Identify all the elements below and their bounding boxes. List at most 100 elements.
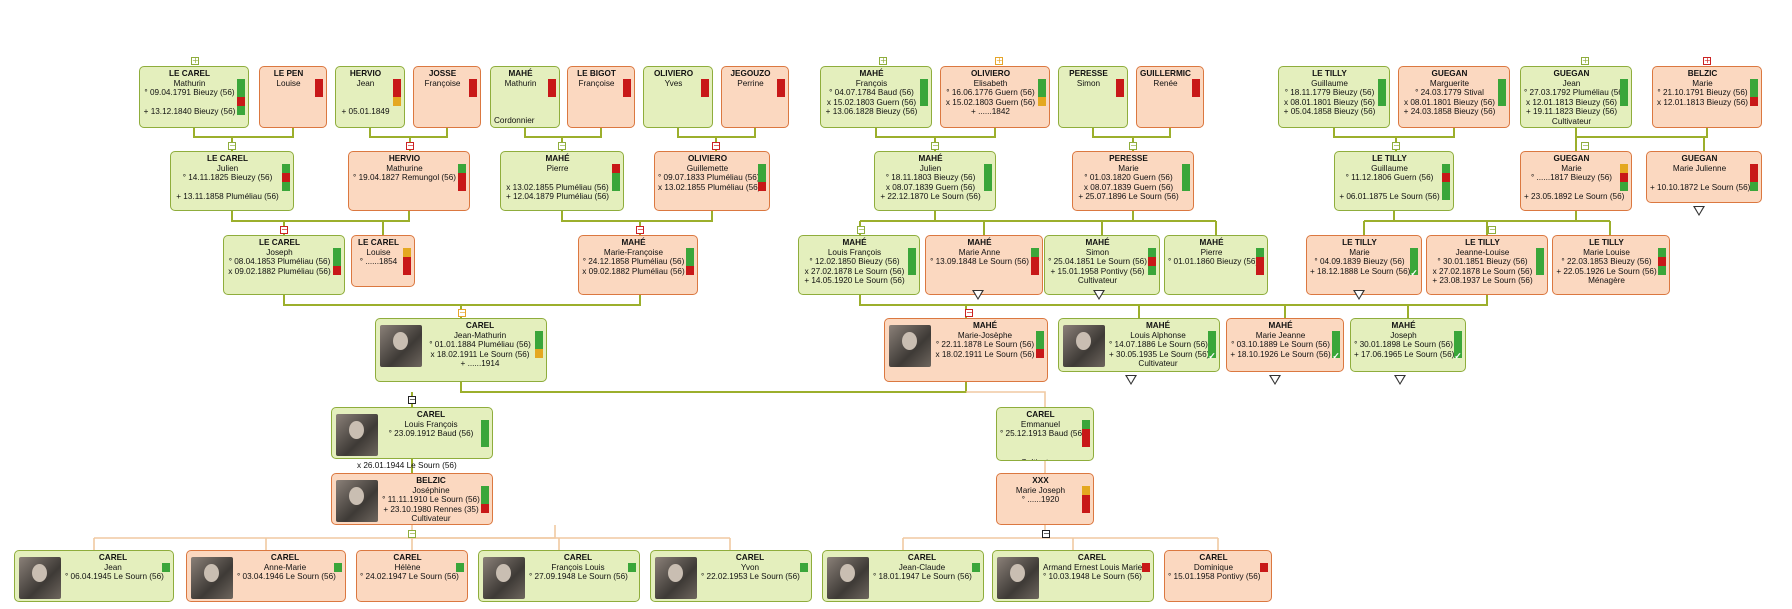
expand-toggle-icon[interactable]: + [1703,56,1711,65]
collapse-toggle-icon[interactable]: − [558,141,566,150]
expand-descendants-icon[interactable] [1353,290,1365,300]
source-bar [758,173,766,182]
source-bar [1148,257,1156,266]
collapse-toggle-icon[interactable]: − [406,141,414,150]
collapse-toggle-icon[interactable]: − [408,529,416,538]
person-event: + 23.10.1980 Rennes (35) [383,504,479,514]
collapse-toggle-icon[interactable]: − [1392,141,1400,150]
person-first-name: Mathurine [386,163,423,173]
expand-toggle-icon[interactable]: + [1581,56,1589,65]
collapse-toggle-icon[interactable]: − [712,141,720,150]
collapse-toggle-icon[interactable]: − [1488,225,1496,234]
collapse-toggle-icon[interactable]: − [965,308,973,317]
person-event: + 23.05.1892 Le Sourn (56) [1524,192,1625,202]
expand-toggle-icon[interactable]: + [191,56,199,65]
source-indicator-bars [481,420,489,447]
person-first-name: Yves [664,78,683,88]
expand-descendants-icon[interactable] [1693,206,1705,216]
expand-descendants-icon[interactable] [1394,375,1406,385]
expand-descendants-icon[interactable] [1125,375,1137,385]
source-indicator-bars [1038,79,1046,106]
source-bar [393,88,401,97]
portrait-photo [19,557,61,599]
person-occupation: Cultivateur [1138,359,1178,369]
collapse-toggle-icon[interactable]: − [280,225,288,234]
expand-toggle-icon[interactable]: + [995,56,1003,65]
expand-descendants-icon[interactable] [1269,375,1281,385]
source-indicator-bars: ✓ [1332,331,1340,361]
collapse-toggle-icon[interactable]: − [458,308,466,317]
collapse-toggle-icon[interactable]: − [228,141,236,150]
person-first-name: Guillemette [686,163,729,173]
collapse-toggle-icon[interactable]: − [1129,141,1137,150]
collapse-toggle-icon[interactable]: − [931,141,939,150]
person-first-name: Jean [356,78,375,88]
collapse-toggle-icon[interactable]: − [408,395,416,404]
person-event: ° 27.03.1792 Pluméliau (56) [1524,88,1626,98]
expand-descendants-icon[interactable] [1093,290,1105,300]
person-first-name: Guillaume [1371,163,1408,173]
collapse-toggle-icon[interactable]: − [1581,141,1589,150]
collapse-toggle-icon[interactable]: − [857,225,865,234]
source-indicator-bars [1658,248,1666,275]
person-last-name: CAREL [1026,410,1055,419]
expand-descendants-icon[interactable] [972,290,984,300]
expand-toggle-icon[interactable]: + [879,56,887,65]
source-bar [1116,88,1124,97]
collapse-toggle-icon[interactable]: − [636,225,644,234]
collapse-toggle-icon[interactable]: − [1042,529,1050,538]
